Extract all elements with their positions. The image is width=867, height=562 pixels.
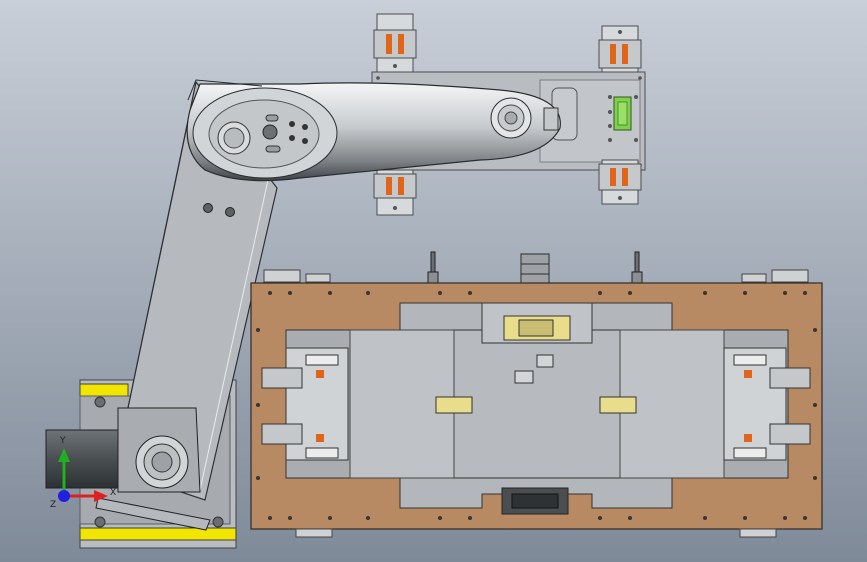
z-axis-origin xyxy=(58,490,70,502)
shoulder-motor xyxy=(45,407,211,531)
clamp-tab-right xyxy=(599,396,637,414)
coordinate-triad xyxy=(58,448,108,502)
bearing-block-bottom-right xyxy=(598,159,642,205)
right-gripper-unit xyxy=(723,347,811,461)
frame-bolt-holes xyxy=(256,291,817,520)
center-plate xyxy=(453,329,621,479)
bearing-block-top-left xyxy=(373,13,417,73)
bearing-block-top-right xyxy=(598,25,642,73)
clamp-tab-left xyxy=(435,396,473,414)
left-gripper-unit xyxy=(261,347,349,461)
bearing-block-bottom-left xyxy=(373,169,417,216)
base-frame xyxy=(250,251,823,538)
robot-arm xyxy=(45,79,561,549)
